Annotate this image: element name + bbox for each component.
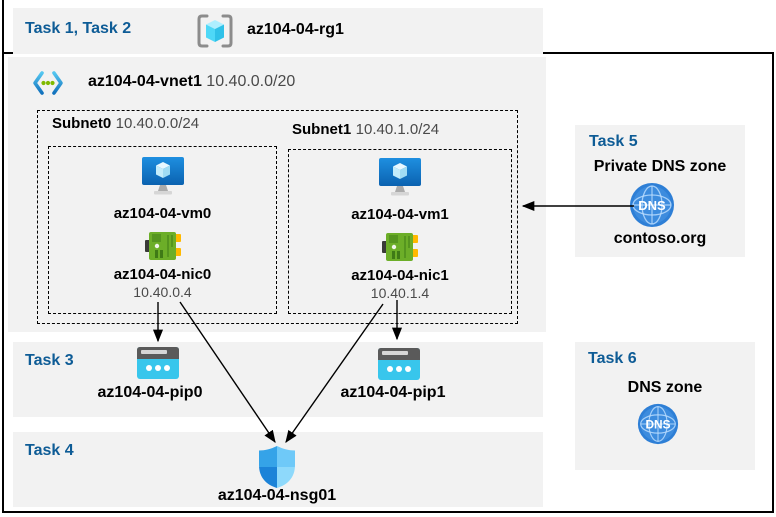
task3-label: Task 3 (25, 352, 74, 369)
nic1-icon (382, 233, 418, 261)
task1-2-band: Task 1, Task 2 az104-04-rg1 (13, 8, 543, 54)
subnet1-cidr: 10.40.1.0/24 (355, 121, 440, 138)
vm0-name: az104-04-vm0 (113, 205, 212, 222)
dns-zone-icon: DNS (637, 403, 679, 445)
nic1-name: az104-04-nic1 (351, 267, 449, 284)
private-dns-zone-icon: DNS (630, 183, 674, 227)
pip0-name: az104-04-pip0 (97, 384, 203, 401)
pip1-icon (378, 348, 420, 380)
frame-left-segment (2, 0, 4, 54)
subnet0-name: Subnet0 (52, 115, 112, 132)
private-dns-zone-title: Private DNS zone (593, 158, 727, 175)
task4-label: Task 4 (25, 442, 74, 459)
subnet0-title: Subnet0 10.40.0.0/24 (52, 115, 199, 133)
private-dns-zone-name: contoso.org (613, 230, 707, 247)
nsg-shield-icon (259, 446, 295, 488)
resource-group-icon (197, 14, 233, 48)
subnet1-name: Subnet1 (292, 121, 352, 138)
subnet0-box: az104-04-vm0 az104-04-nic0 10.40.0.4 (48, 146, 277, 314)
subnets-outer-dashed-box (37, 110, 518, 324)
vnet-title: az104-04-vnet1 10.40.0.0/20 (88, 73, 295, 91)
vnet-name: az104-04-vnet1 (88, 73, 202, 90)
vm1-name: az104-04-vm1 (351, 206, 449, 223)
task6-label: Task 6 (588, 350, 637, 367)
virtual-network-icon (33, 71, 63, 95)
subnet1-box: az104-04-vm1 az104-04-nic1 10.40.1.4 (288, 149, 512, 314)
subnet0-cidr: 10.40.0.0/24 (115, 115, 200, 132)
vm0-icon (141, 157, 184, 195)
task5-label: Task 5 (589, 133, 638, 150)
pip0-icon (137, 347, 179, 379)
dns-badge-text: DNS (645, 418, 670, 432)
dns-badge-text: DNS (638, 198, 666, 213)
resource-group-name: az104-04-rg1 (247, 21, 344, 38)
nic0-ip: 10.40.0.4 (133, 284, 192, 300)
task1-2-label: Task 1, Task 2 (25, 20, 132, 37)
subnet1-title: Subnet1 10.40.1.0/24 (292, 121, 439, 139)
task6-box: Task 6 DNS zone DNS (575, 342, 755, 470)
dns-zone-title: DNS zone (627, 379, 703, 396)
task4-band: Task 4 az104-04-nsg01 (13, 432, 543, 507)
vm1-icon (379, 158, 421, 196)
task5-box: Task 5 Private DNS zone DNS contoso.org (575, 125, 745, 257)
pip1-name: az104-04-pip1 (340, 384, 446, 401)
nic0-name: az104-04-nic0 (113, 266, 212, 283)
nic1-ip: 10.40.1.4 (370, 285, 430, 301)
vnet-container: az104-04-vnet1 10.40.0.0/20 Subnet0 10.4… (8, 57, 546, 332)
nic0-icon (144, 232, 181, 260)
nsg-name: az104-04-nsg01 (217, 487, 337, 504)
vnet-cidr: 10.40.0.0/20 (206, 73, 296, 90)
task3-band: Task 3 az104-04-pip0 az104-04-pip1 (13, 342, 543, 417)
